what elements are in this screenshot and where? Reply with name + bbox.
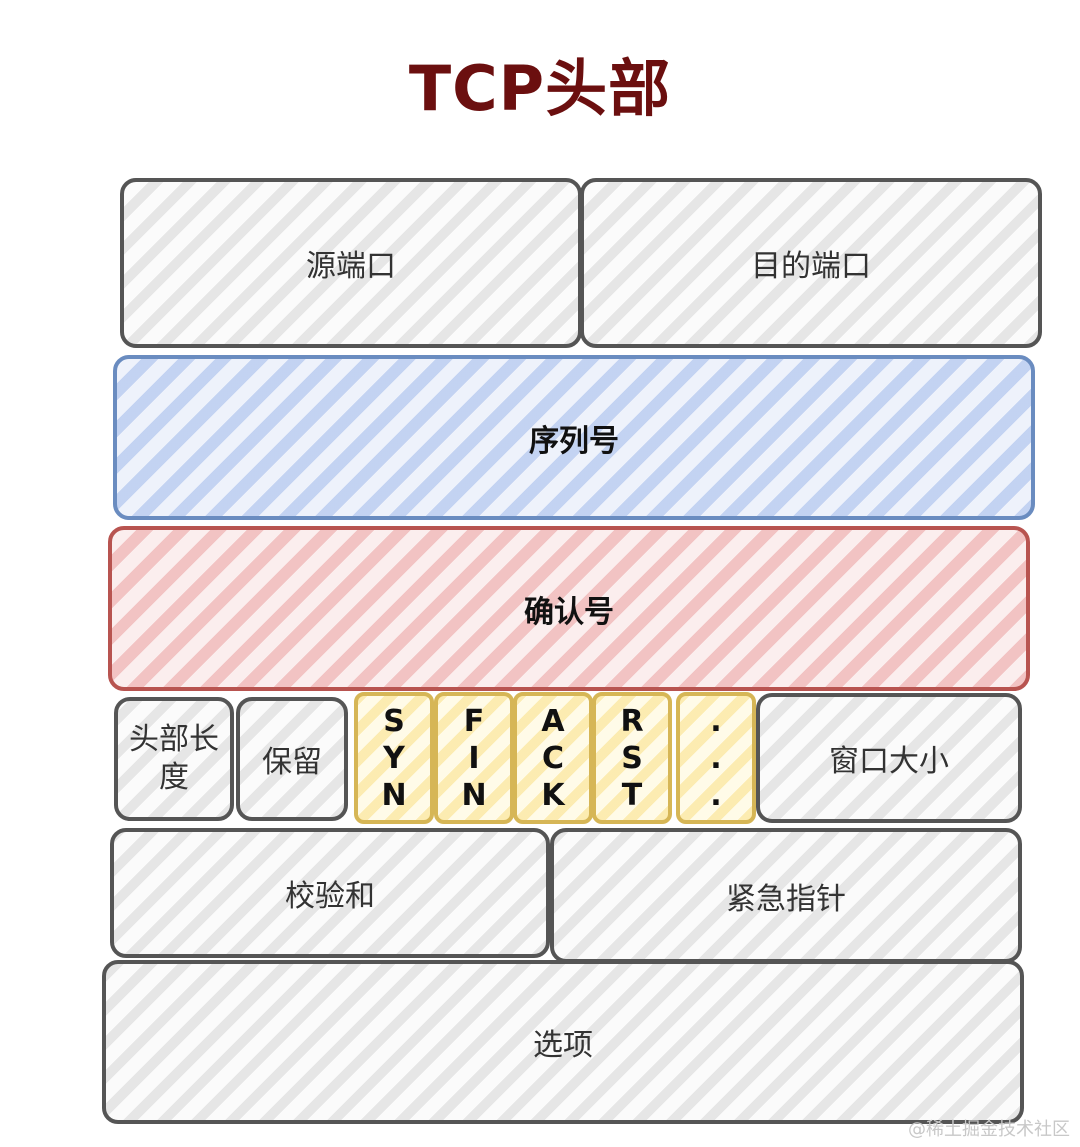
flag-syn: S Y N xyxy=(354,692,434,824)
flag-letter: . xyxy=(710,777,722,813)
flag-more: . . . xyxy=(676,692,756,824)
window-size-label: 窗口大小 xyxy=(829,744,949,779)
flag-letter: S xyxy=(621,740,643,776)
urgent-pointer-label: 紧急指针 xyxy=(726,881,846,917)
flag-letter: F xyxy=(463,703,485,739)
urgent-pointer-field: 紧急指针 xyxy=(550,828,1022,963)
header-length-field: 头部长度 xyxy=(114,697,234,821)
flag-letter: . xyxy=(710,703,722,739)
flag-letter: K xyxy=(541,777,565,813)
sequence-number-label: 序列号 xyxy=(529,423,619,459)
flag-letter: N xyxy=(381,777,407,813)
source-port-field: 源端口 xyxy=(120,178,582,348)
flag-letter: . xyxy=(710,740,722,776)
flag-ack: A C K xyxy=(513,692,593,824)
flag-rst: R S T xyxy=(592,692,672,824)
flag-letter: I xyxy=(468,740,480,776)
options-field: 选项 xyxy=(102,960,1024,1124)
flag-letter: T xyxy=(621,777,643,813)
flag-letter: C xyxy=(541,740,565,776)
acknowledgment-number-field: 确认号 xyxy=(108,526,1030,691)
header-length-label: 头部长度 xyxy=(129,722,219,795)
diagram-title: TCP头部 xyxy=(408,52,672,125)
checksum-label: 校验和 xyxy=(285,879,375,914)
destination-port-label: 目的端口 xyxy=(751,249,871,284)
reserved-field: 保留 xyxy=(236,697,348,821)
sequence-number-field: 序列号 xyxy=(113,355,1035,520)
destination-port-field: 目的端口 xyxy=(580,178,1042,348)
window-size-field: 窗口大小 xyxy=(756,693,1022,823)
reserved-label: 保留 xyxy=(262,745,322,780)
flag-letter: A xyxy=(541,703,565,739)
options-label: 选项 xyxy=(533,1028,593,1063)
flag-letter: R xyxy=(620,703,644,739)
source-port-label: 源端口 xyxy=(306,249,396,284)
flag-letter: Y xyxy=(383,740,405,776)
flag-letter: S xyxy=(383,703,405,739)
checksum-field: 校验和 xyxy=(110,828,550,958)
flag-letter: N xyxy=(461,777,487,813)
acknowledgment-number-label: 确认号 xyxy=(524,594,614,630)
watermark: @稀土掘金技术社区 xyxy=(908,1119,1070,1140)
flag-fin: F I N xyxy=(434,692,514,824)
